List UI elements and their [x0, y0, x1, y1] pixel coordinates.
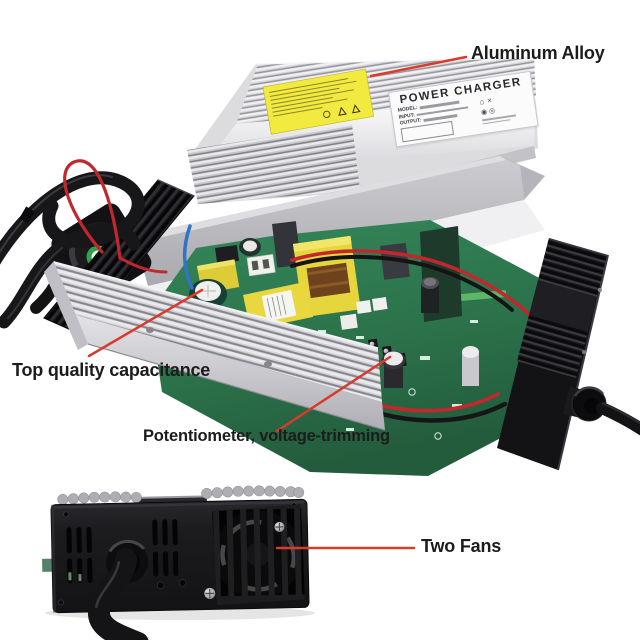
callout-aluminum-alloy: Aluminum Alloy — [471, 43, 605, 63]
callout-line-aluminum — [369, 55, 468, 78]
charger-opened-view — [0, 156, 640, 476]
fan-grille — [204, 504, 306, 606]
blue-wire — [182, 224, 194, 290]
pcb-components — [189, 221, 479, 388]
case-wall-corner — [500, 156, 545, 200]
wire-connector — [246, 254, 276, 277]
rear-panel — [497, 238, 640, 471]
cable-gland — [562, 386, 607, 422]
pcb-glint — [42, 558, 55, 572]
callout-line-capacitance — [87, 288, 204, 358]
pcb-silkscreen — [318, 320, 478, 440]
cert-circle-icon — [323, 110, 331, 119]
vent-slits-center — [152, 519, 179, 577]
front-heatsink — [44, 261, 386, 431]
house-icon: ⌂ — [478, 96, 485, 107]
warning-label — [262, 68, 375, 135]
callout-top-quality-capacitance: Top quality capacitance — [12, 360, 211, 380]
warning-triangle-icon — [352, 104, 361, 114]
round-hole — [156, 581, 165, 590]
capacitor-tall — [421, 277, 439, 313]
cross-icon: × — [486, 95, 493, 106]
case-front-fins — [187, 124, 360, 204]
front-panel — [42, 485, 310, 640]
output-cable — [596, 402, 640, 436]
cert-icon: ◉ — [480, 108, 488, 117]
fan-wire-red — [63, 159, 168, 274]
callout-potentiometer-voltage-trimming: Potentiometer, voltage-trimming — [143, 427, 390, 445]
potentiometer-capacitor — [381, 351, 406, 388]
callout-two-fans: Two Fans — [421, 536, 502, 556]
capacitor-white — [462, 346, 479, 386]
wire-connector — [340, 313, 358, 330]
capacitor-small — [239, 238, 261, 256]
power-cable — [88, 548, 149, 640]
vent-slits-left — [66, 526, 93, 584]
cert-icon: ◎ — [488, 107, 496, 116]
round-hole — [178, 579, 187, 587]
warning-triangle-icon — [338, 106, 347, 116]
cable-tie — [19, 206, 35, 224]
component-heatsink — [271, 221, 302, 268]
callout-line-potentiometer — [275, 355, 392, 433]
callout-lines — [87, 55, 468, 550]
